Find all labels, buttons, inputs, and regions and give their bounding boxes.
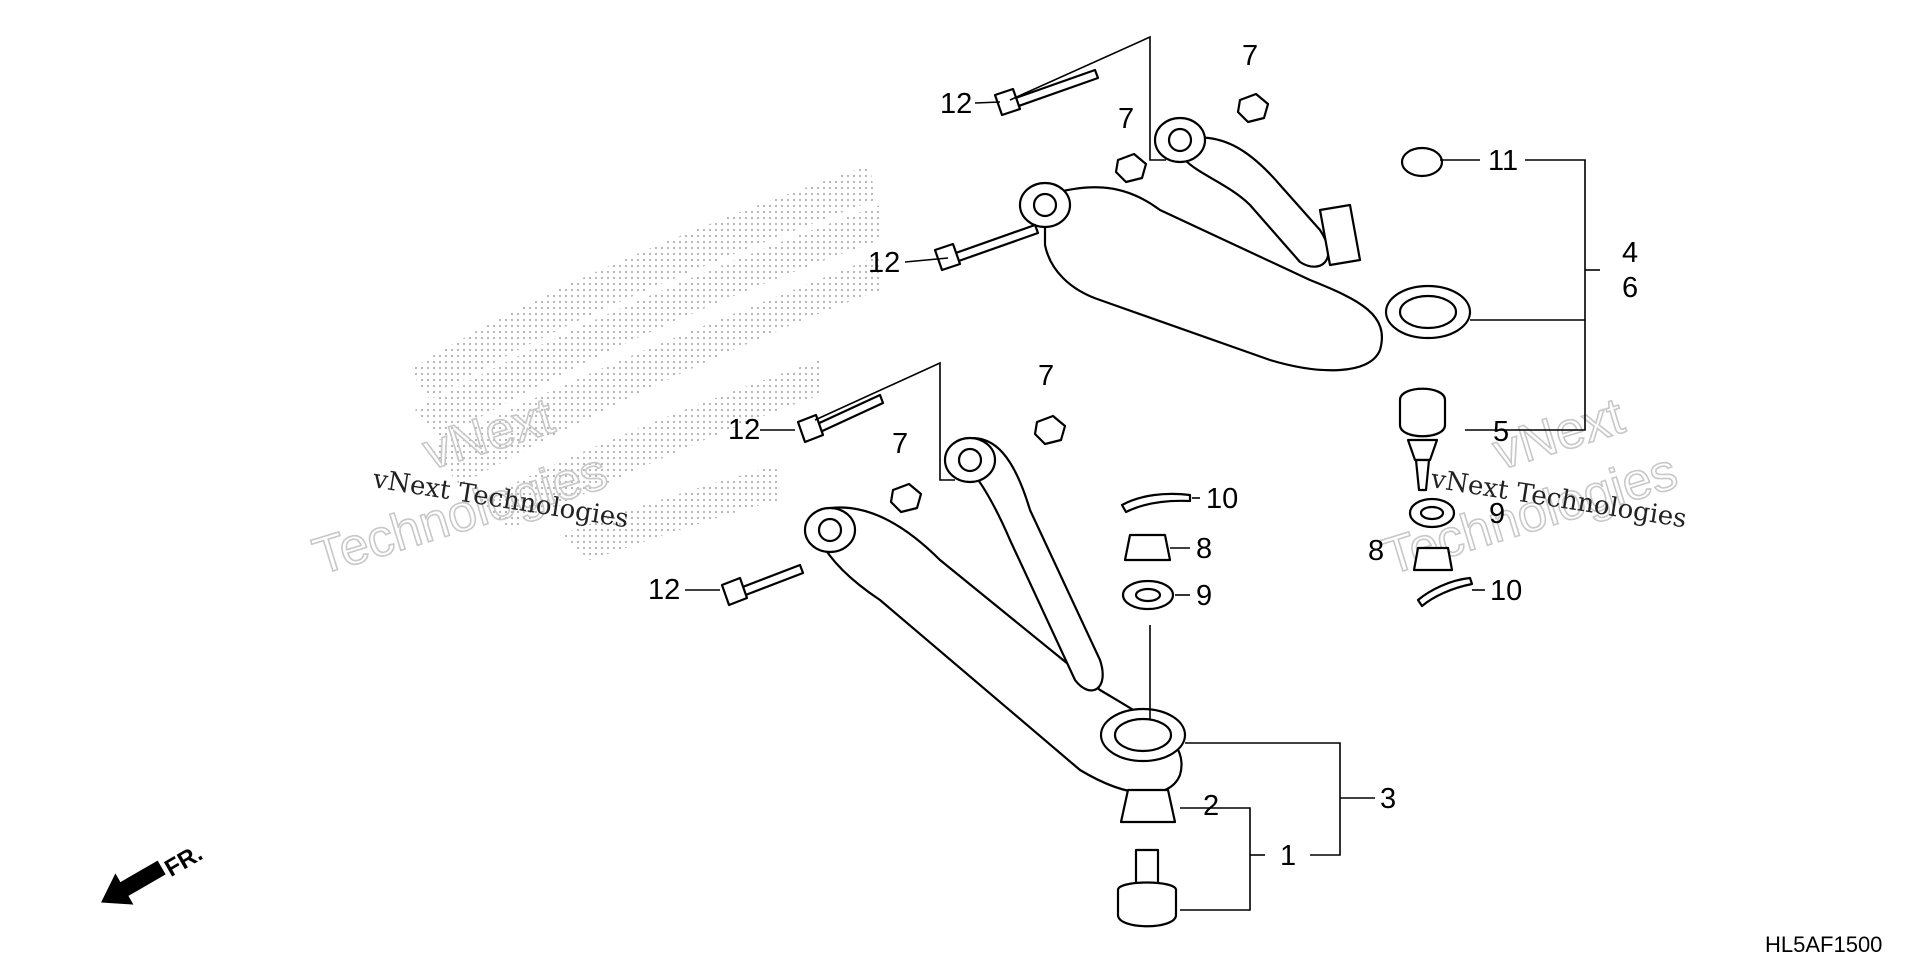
callout-12-lower-front[interactable]: 12 — [648, 574, 680, 606]
bolt-12-lower-rear[interactable] — [796, 393, 885, 444]
callout-9-left[interactable]: 9 — [1196, 580, 1212, 612]
callout-6[interactable]: 6 — [1622, 272, 1638, 304]
callout-7-lower-b[interactable]: 7 — [892, 428, 908, 460]
callout-12-lower-rear[interactable]: 12 — [728, 414, 760, 446]
nut-7-upper-a[interactable] — [1236, 92, 1270, 124]
callout-8-left[interactable]: 8 — [1196, 533, 1212, 565]
nut-7-lower-b[interactable] — [889, 482, 923, 514]
lower-arm[interactable] — [803, 436, 1187, 795]
washer-9-left[interactable] — [1121, 579, 1175, 611]
lower-ball-joint[interactable] — [1116, 848, 1178, 928]
nut-7-lower-a[interactable] — [1033, 414, 1067, 446]
callout-7-upper-a[interactable]: 7 — [1242, 40, 1258, 72]
wing-logo-watermark — [410, 165, 880, 560]
callout-5[interactable]: 5 — [1493, 416, 1509, 448]
callout-labels: 12 12 12 12 7 7 7 7 11 4 6 5 9 8 10 10 8… — [648, 40, 1638, 872]
bolt-12-upper-front[interactable] — [933, 223, 1040, 272]
snap-ring-11[interactable] — [1400, 146, 1444, 178]
callout-7-upper-b[interactable]: 7 — [1118, 103, 1134, 135]
cotter-pin-10-right[interactable] — [1416, 576, 1474, 608]
callout-4[interactable]: 4 — [1622, 237, 1638, 269]
boot-2[interactable] — [1119, 788, 1177, 824]
callout-10-right[interactable]: 10 — [1490, 575, 1522, 607]
callout-11[interactable]: 11 — [1488, 145, 1518, 177]
front-direction-label: FR. — [160, 840, 207, 883]
callout-12-upper-front[interactable]: 12 — [868, 247, 900, 279]
nut-7-upper-b[interactable] — [1114, 152, 1148, 184]
diagram-code: HL5AF1500 — [1765, 932, 1882, 957]
cotter-pin-10-left[interactable] — [1120, 492, 1192, 514]
washer-9-right[interactable] — [1408, 497, 1456, 529]
upper-arm[interactable] — [1018, 116, 1472, 372]
leader-lines — [685, 35, 1600, 911]
ball-joint-5[interactable] — [1398, 387, 1447, 492]
callout-8-right[interactable]: 8 — [1368, 535, 1384, 567]
callout-2[interactable]: 2 — [1203, 790, 1219, 822]
castle-nut-8-right[interactable] — [1412, 546, 1454, 572]
front-direction-arrow: FR. — [101, 840, 207, 905]
callout-10-left[interactable]: 10 — [1206, 483, 1238, 515]
bolt-12-upper-rear[interactable] — [993, 68, 1100, 117]
castle-nut-8-left[interactable] — [1123, 533, 1172, 562]
callout-7-lower-a[interactable]: 7 — [1038, 360, 1054, 392]
callout-12-upper-rear[interactable]: 12 — [940, 88, 972, 120]
callout-1[interactable]: 1 — [1280, 840, 1296, 872]
bolt-12-lower-front[interactable] — [720, 563, 805, 607]
callout-9-right[interactable]: 9 — [1489, 498, 1505, 530]
callout-3[interactable]: 3 — [1380, 783, 1396, 815]
